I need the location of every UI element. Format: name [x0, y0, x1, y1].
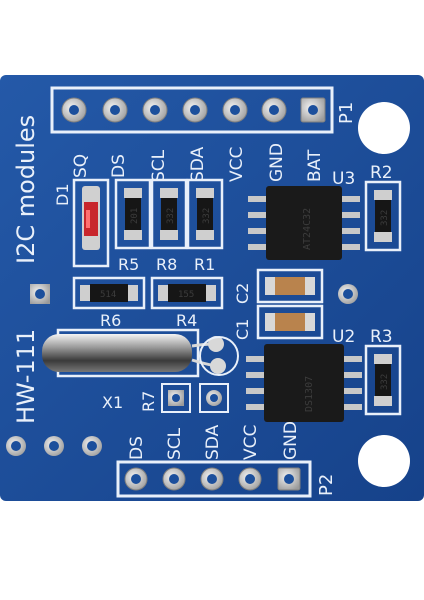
board-model: HW-111: [12, 329, 40, 424]
resistor-marking-332-d: 332: [380, 374, 390, 390]
d1-outline: [72, 178, 110, 268]
resistor-marking-514: 514: [100, 290, 116, 300]
u3-chip-marking: AT24C32: [302, 208, 313, 250]
led-d1: [82, 186, 100, 250]
resistor-column-group: [114, 178, 224, 250]
p1-pin-label-sda: SDA: [188, 146, 208, 182]
sq-label: SQ: [71, 154, 91, 178]
crystal-x1: [42, 328, 239, 378]
p2-pin-label-ds: DS: [127, 436, 147, 460]
mounting-hole-bottom-right: [358, 435, 410, 487]
resistor-marking-332-a: 332: [166, 208, 176, 224]
p1-pin-label-scl: SCL: [149, 149, 169, 182]
p2-pin-label-gnd: GND: [281, 421, 301, 460]
r7-label: R7: [139, 391, 158, 412]
p2-pin-label-scl: SCL: [165, 427, 185, 460]
r6-label: R6: [100, 311, 121, 330]
r2-label: R2: [370, 163, 393, 183]
resistor-marking-332-b: 332: [202, 208, 212, 224]
r7-pads: [161, 383, 229, 413]
header-p1: [50, 86, 334, 134]
d1-label: D1: [53, 184, 72, 207]
p1-pin-label-bat: BAT: [305, 149, 325, 182]
p2-ref-label: P2: [316, 474, 337, 496]
capacitor-c1: [256, 304, 324, 340]
bottom-left-holes: [6, 436, 102, 456]
r8-label: R8: [156, 255, 177, 274]
resistor-r4: [150, 276, 224, 310]
p1-pin-label-gnd: GND: [267, 143, 287, 182]
r4-label: R4: [176, 311, 197, 330]
u2-label: U2: [332, 327, 355, 347]
r5-label: R5: [118, 255, 139, 274]
resistor-marking-201: 201: [130, 208, 140, 224]
resistor-r2: [364, 180, 402, 252]
p1-ref-label: P1: [336, 102, 357, 124]
p2-pin-label-sda: SDA: [203, 424, 223, 460]
c2-label: C2: [233, 283, 252, 304]
p1-pin-label-ds: DS: [109, 154, 129, 178]
mounting-hole-top-right: [358, 102, 410, 154]
r3-label: R3: [370, 327, 393, 347]
x1-label: X1: [102, 393, 123, 412]
c1-label: C1: [233, 319, 252, 340]
board-title: I2C modules: [12, 115, 40, 264]
resistor-marking-155: 155: [178, 290, 194, 300]
resistor-r6: [72, 276, 146, 310]
u3-label: U3: [332, 169, 355, 189]
chip-u2: [246, 344, 362, 422]
resistor-marking-332-c: 332: [380, 210, 390, 226]
p2-pin-label-vcc: VCC: [241, 425, 261, 460]
header-p2: [116, 460, 312, 498]
chip-u3: [248, 186, 360, 260]
u2-chip-marking: DS1307: [304, 376, 315, 412]
p1-pin-label-vcc: VCC: [227, 147, 247, 182]
resistor-r3: [364, 344, 402, 416]
r1-label: R1: [194, 255, 215, 274]
capacitor-c2: [256, 268, 324, 304]
